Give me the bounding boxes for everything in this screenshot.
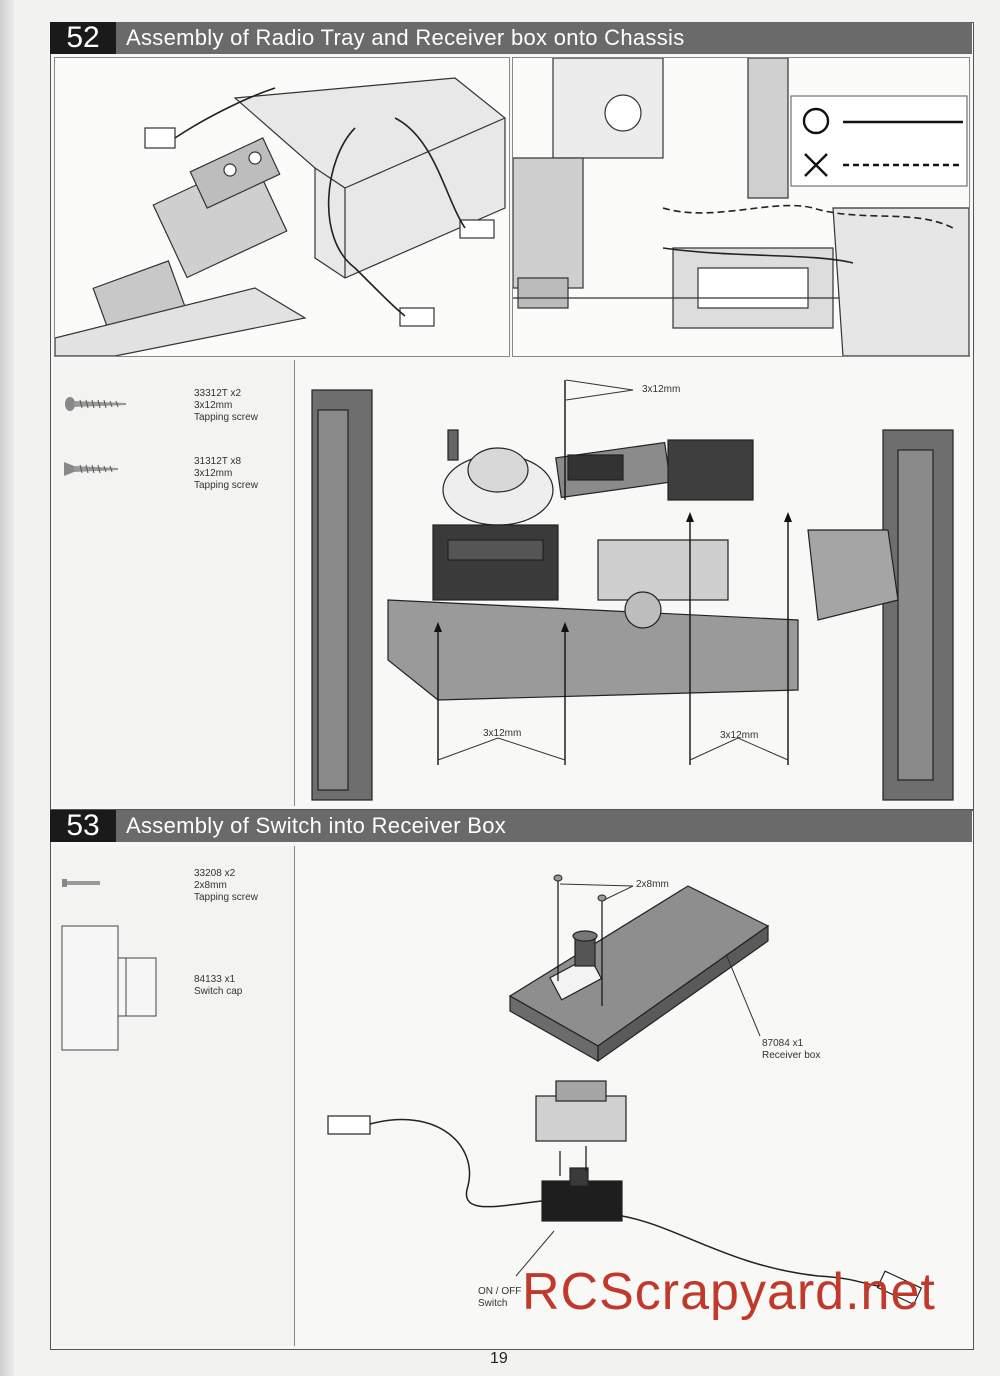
part-name: Receiver box bbox=[762, 1050, 821, 1061]
watermark: RCScrapyard.net bbox=[522, 1263, 936, 1321]
callout-screw-size: 3x12mm bbox=[483, 728, 522, 739]
callout-screw-size: 3x12mm bbox=[642, 384, 681, 395]
wire-routing-detail bbox=[512, 57, 970, 357]
part-name: Tapping screw bbox=[194, 480, 258, 491]
part-name: Tapping screw bbox=[194, 892, 258, 903]
part-code: 87084 x1 bbox=[762, 1038, 804, 1049]
part-size: 2x8mm bbox=[194, 880, 227, 891]
part-code: 33208 x2 bbox=[194, 868, 236, 879]
binding-edge bbox=[0, 0, 14, 1376]
part-size: 3x12mm bbox=[194, 400, 233, 411]
step-53-parts-list: 33208 x2 2x8mm Tapping screw 84133 x1 Sw… bbox=[54, 846, 295, 1346]
part-size: 3x12mm bbox=[194, 468, 233, 479]
part-31312T: 31312T x8 3x12mm Tapping screw bbox=[194, 456, 258, 492]
switch-assembly-illustration: 2x8mm 87084 x1 Receiver box ON / OFF Swi… bbox=[298, 846, 968, 1346]
switch-label: Switch bbox=[478, 1298, 508, 1309]
callout-screw-size: 2x8mm bbox=[636, 879, 669, 890]
step-number: 52 bbox=[50, 21, 116, 54]
part-code: 84133 x1 bbox=[194, 974, 236, 985]
part-code: 31312T x8 bbox=[194, 456, 242, 467]
part-33312T: 33312T x2 3x12mm Tapping screw bbox=[194, 388, 258, 424]
check-circle-icon bbox=[802, 107, 830, 135]
part-code: 33312T x2 bbox=[194, 388, 242, 399]
tapping-screw-icon bbox=[65, 397, 126, 411]
step-title: Assembly of Radio Tray and Receiver box … bbox=[126, 25, 685, 50]
servo-wiring-detail bbox=[54, 57, 510, 357]
small-screw-icon bbox=[62, 879, 100, 887]
chassis-assembly-illustration: 3x12mm 3x12mm 3x12mm bbox=[298, 360, 968, 806]
step-52-parts-list: 33312T x2 3x12mm Tapping screw 31312T x8… bbox=[54, 360, 295, 806]
switch-cap-icon bbox=[61, 925, 157, 1051]
page-number: 19 bbox=[490, 1350, 508, 1367]
switch-callout: ON / OFF Switch bbox=[478, 1286, 521, 1310]
receiver-box-callout: 87084 x1 Receiver box bbox=[762, 1038, 820, 1062]
step-53-header: 53 Assembly of Switch into Receiver Box bbox=[50, 809, 972, 842]
part-84133: 84133 x1 Switch cap bbox=[194, 974, 242, 998]
cross-icon bbox=[804, 153, 828, 177]
countersunk-screw-icon bbox=[64, 462, 118, 476]
part-33208: 33208 x2 2x8mm Tapping screw bbox=[194, 868, 258, 904]
step-title: Assembly of Switch into Receiver Box bbox=[126, 813, 507, 838]
part-name: Switch cap bbox=[194, 986, 243, 997]
step-number: 53 bbox=[50, 809, 116, 842]
callout-screw-size: 3x12mm bbox=[720, 730, 759, 741]
part-name: Tapping screw bbox=[194, 412, 258, 423]
switch-label: ON / OFF bbox=[478, 1286, 522, 1297]
step-52-header: 52 Assembly of Radio Tray and Receiver b… bbox=[50, 21, 972, 54]
